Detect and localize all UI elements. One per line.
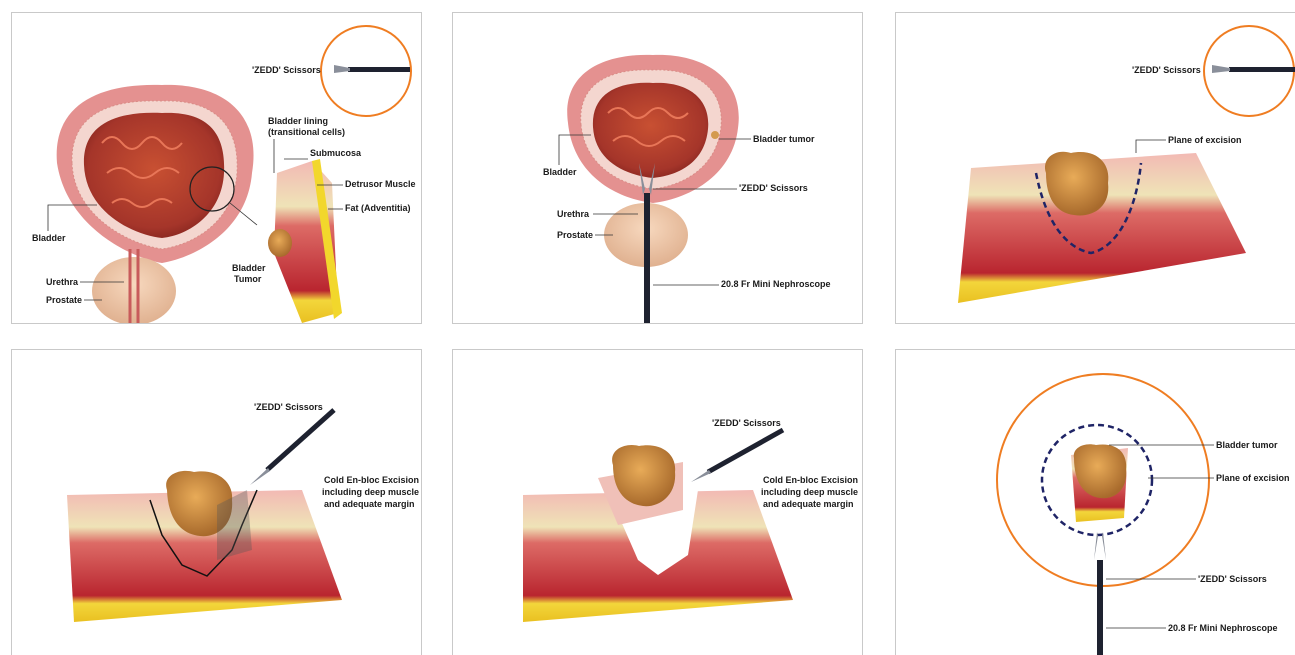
label-bladder-tumor: Bladder <box>232 263 266 273</box>
label-prostate: Prostate <box>46 295 82 305</box>
label-bladder-tumor: Bladder tumor <box>1216 440 1278 450</box>
retrieval-illustration: Bladder tumor Plane of excision 'ZEDD' S… <box>896 350 1295 655</box>
panel-insertion: Bladder Bladder tumor 'ZEDD' Scissors Ur… <box>452 12 863 324</box>
label-fat: Fat (Adventitia) <box>345 203 411 213</box>
anatomy-illustration: 'ZEDD' Scissors Bladder lining (transiti… <box>12 13 421 323</box>
nephroscope-shaft <box>1097 560 1103 655</box>
scissors-label: 'ZEDD' Scissors <box>712 418 781 428</box>
scissors-icon <box>1094 532 1106 560</box>
removal-illustration: 'ZEDD' Scissors Cold En-bloc Excision in… <box>453 350 862 655</box>
nephroscope-shaft <box>644 193 650 323</box>
label-bladder: Bladder <box>32 233 66 243</box>
label-urethra: Urethra <box>557 209 590 219</box>
label-excision-1: Cold En-bloc Excision <box>763 475 858 485</box>
label-detrusor: Detrusor Muscle <box>345 179 416 189</box>
label-excision-3: and adequate margin <box>324 499 415 509</box>
scissors-icon <box>250 410 334 485</box>
scissors-label: 'ZEDD' Scissors <box>1132 65 1201 75</box>
excision-illustration: 'ZEDD' Scissors Cold En-bloc Excision in… <box>12 350 421 655</box>
label-excision-3: and adequate margin <box>763 499 854 509</box>
panel-anatomy: 'ZEDD' Scissors Bladder lining (transiti… <box>11 12 422 324</box>
bladder-shape <box>567 55 739 203</box>
label-excision-1: Cold En-bloc Excision <box>324 475 419 485</box>
label-plane: Plane of excision <box>1216 473 1290 483</box>
scissors-icon <box>334 65 410 73</box>
tumor-shape <box>268 229 292 257</box>
panel-excision: 'ZEDD' Scissors Cold En-bloc Excision in… <box>11 349 422 655</box>
bladder-shape <box>57 85 254 263</box>
label-bladder-lining: Bladder lining <box>268 116 328 126</box>
tumor-dot <box>711 131 719 139</box>
label-bladder-tumor-sub: Tumor <box>234 274 262 284</box>
plane-illustration: 'ZEDD' Scissors Plane of excision <box>896 13 1295 323</box>
label-nephroscope: 20.8 Fr Mini Nephroscope <box>721 279 831 289</box>
label-urethra: Urethra <box>46 277 79 287</box>
panel-plane: 'ZEDD' Scissors Plane of excision <box>895 12 1295 324</box>
prostate-shape <box>92 257 176 323</box>
label-bladder: Bladder <box>543 167 577 177</box>
label-excision-2: including deep muscle <box>322 487 419 497</box>
label-plane: Plane of excision <box>1168 135 1242 145</box>
insertion-illustration: Bladder Bladder tumor 'ZEDD' Scissors Ur… <box>453 13 862 323</box>
label-bladder-lining-sub: (transitional cells) <box>268 127 345 137</box>
scissors-label: 'ZEDD' Scissors <box>254 402 323 412</box>
label-scissors: 'ZEDD' Scissors <box>1198 574 1267 584</box>
scissors-icon <box>1212 65 1295 73</box>
label-submucosa: Submucosa <box>310 148 362 158</box>
label-excision-2: including deep muscle <box>761 487 858 497</box>
label-scissors: 'ZEDD' Scissors <box>739 183 808 193</box>
label-prostate: Prostate <box>557 230 593 240</box>
label-nephroscope: 20.8 Fr Mini Nephroscope <box>1168 623 1278 633</box>
panel-retrieval: Bladder tumor Plane of excision 'ZEDD' S… <box>895 349 1295 655</box>
scissors-label: 'ZEDD' Scissors <box>252 65 321 75</box>
label-bladder-tumor: Bladder tumor <box>753 134 815 144</box>
panel-removal: 'ZEDD' Scissors Cold En-bloc Excision in… <box>452 349 863 655</box>
